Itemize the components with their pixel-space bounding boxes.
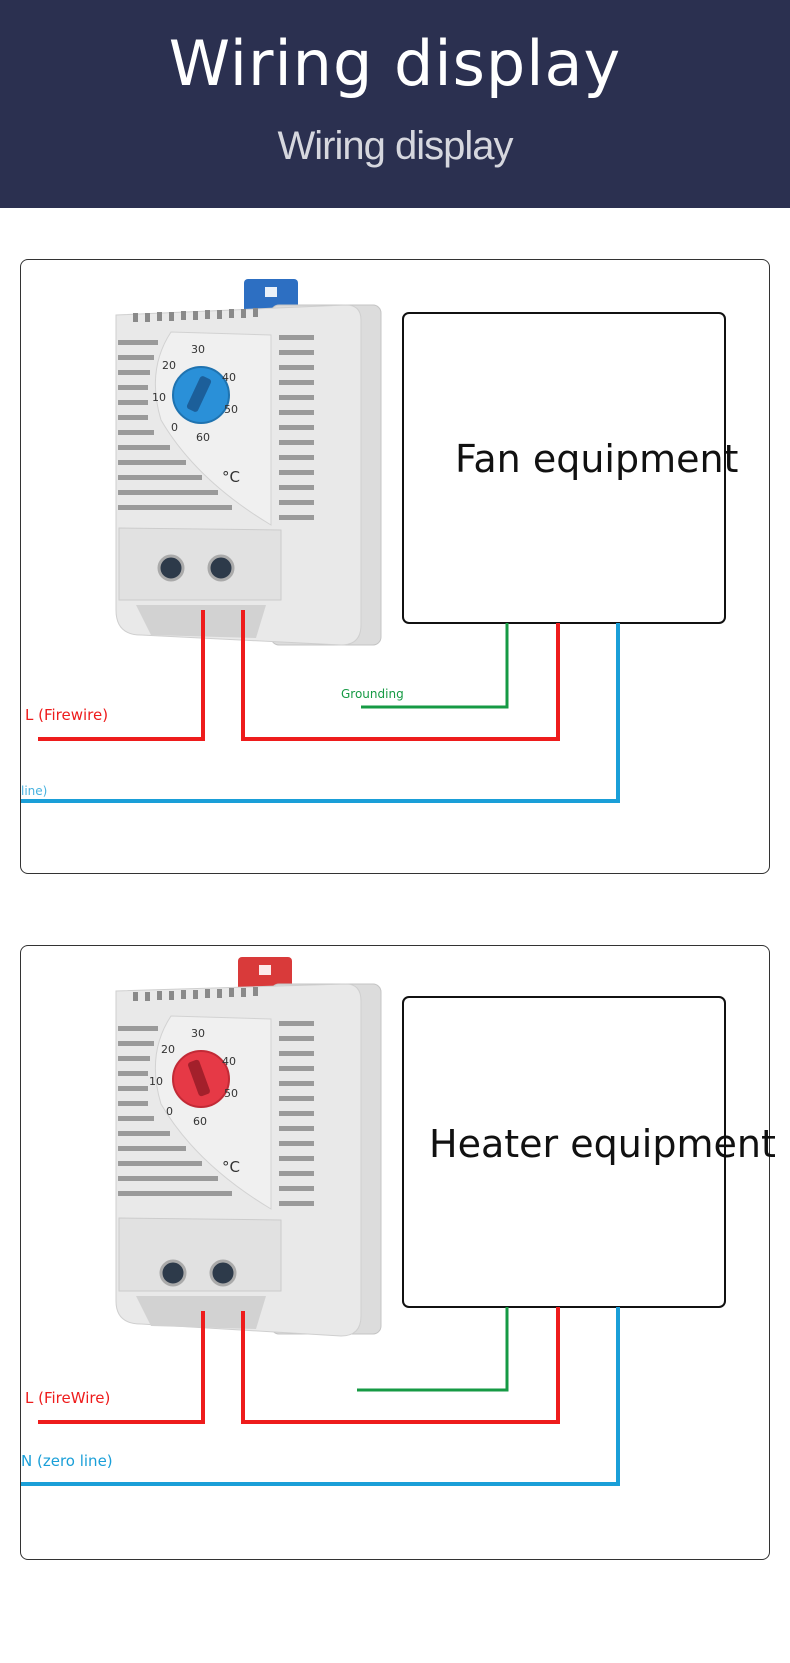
terminal-right <box>207 554 235 582</box>
thermostat-device: 0 10 20 30 40 50 60 °C <box>115 957 382 1337</box>
header-banner: Wiring display Wiring display <box>0 0 790 208</box>
dial-mark-40: 40 <box>222 1055 236 1068</box>
terminal-left <box>159 1259 187 1287</box>
wires <box>21 610 620 803</box>
page-subtitle: Wiring display <box>277 124 514 168</box>
dial-mark-60: 60 <box>193 1115 207 1128</box>
dial-mark-50: 50 <box>224 403 238 416</box>
fan-wiring-panel: 0 10 20 30 40 50 60 °C Fan equipment <box>20 259 770 874</box>
heater-wiring-diagram: 0 10 20 30 40 50 60 °C <box>21 957 726 1486</box>
dial-mark-0: 0 <box>171 421 178 434</box>
fan-equipment-box <box>402 312 726 624</box>
thermostat-device: 0 10 20 30 40 50 60 °C <box>115 279 382 646</box>
live-wire-out <box>241 610 560 741</box>
unit-label: °C <box>222 1158 240 1176</box>
unit-label: °C <box>222 468 240 486</box>
dial-mark-0: 0 <box>166 1105 173 1118</box>
dial-mark-30: 30 <box>191 1027 205 1040</box>
terminal-right <box>209 1259 237 1287</box>
dial-mark-40: 40 <box>222 371 236 384</box>
heater-wiring-panel: 0 10 20 30 40 50 60 °C Heater equipment … <box>20 945 776 1560</box>
live-wire-in <box>38 1311 205 1424</box>
heater-equipment-label: Heater equipment <box>429 1122 776 1166</box>
dial-mark-20: 20 <box>162 359 176 372</box>
neutral-wire-label: N (zero line) <box>21 1452 113 1470</box>
ground-wire <box>361 623 509 709</box>
heater-equipment-box <box>402 996 726 1308</box>
live-wire-label: L (FireWire) <box>25 1389 111 1407</box>
dial-mark-20: 20 <box>161 1043 175 1056</box>
page-title: Wiring display <box>168 27 622 100</box>
fan-wiring-diagram: 0 10 20 30 40 50 60 °C <box>21 279 726 803</box>
live-wire-in <box>38 610 205 741</box>
neutral-wire <box>21 623 620 803</box>
neutral-wire-label: line) <box>21 784 48 798</box>
ground-wire-label: Grounding <box>341 687 404 701</box>
terminal-left <box>157 554 185 582</box>
live-wire-out <box>241 1307 560 1424</box>
dial-mark-60: 60 <box>196 431 210 444</box>
ground-wire <box>357 1307 509 1392</box>
dial-mark-50: 50 <box>224 1087 238 1100</box>
wires <box>21 1307 620 1486</box>
fan-equipment-label: Fan equipment <box>455 437 739 481</box>
neutral-wire <box>21 1307 620 1486</box>
live-wire-label: L (Firewire) <box>25 706 109 724</box>
dial-mark-10: 10 <box>149 1075 163 1088</box>
dial-mark-10: 10 <box>152 391 166 404</box>
dial-mark-30: 30 <box>191 343 205 356</box>
